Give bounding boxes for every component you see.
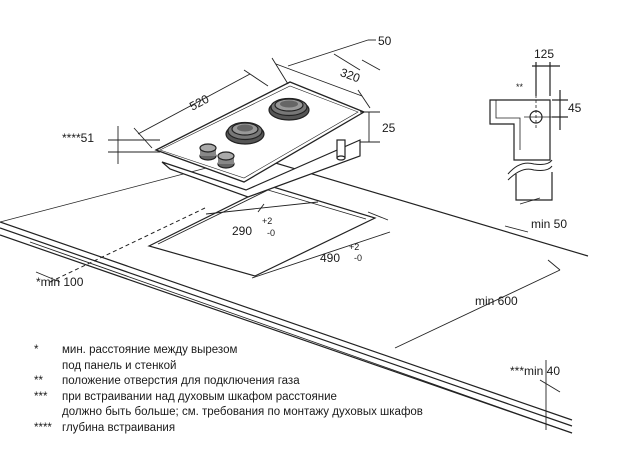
dim-520: 520 xyxy=(187,92,212,114)
dim-min600: min 600 xyxy=(475,294,518,308)
dim-490-tol-minus: -0 xyxy=(354,253,362,263)
gas-connector-pipe xyxy=(336,139,346,159)
legend-item: *** при встраивании над духовым шкафом р… xyxy=(34,390,423,406)
dim-320: 320 xyxy=(338,65,362,85)
legend-text: положение отверстия для подключения газа xyxy=(62,375,300,388)
legend-text: глубина встраивания xyxy=(62,421,176,434)
dim-290: 290 xyxy=(232,224,252,238)
legend-mark: *** xyxy=(34,390,48,403)
control-knob-2 xyxy=(217,151,235,169)
legend-item-cont: должно быть больше; см. требования по мо… xyxy=(34,405,423,421)
dim-min40: ***min 40 xyxy=(510,364,560,378)
gas-hob xyxy=(154,81,366,198)
legend-mark: * xyxy=(34,344,39,356)
cutout-outline xyxy=(147,185,377,277)
guide-dashed xyxy=(49,207,206,283)
dim-490: 490 xyxy=(320,251,340,265)
dimension-lines xyxy=(108,39,561,430)
control-knob-1 xyxy=(199,143,217,161)
dim-490-tol-plus: +2 xyxy=(349,242,359,252)
gas-marker-label: ** xyxy=(516,82,524,92)
legend-item: * мин. расстояние между вырезом xyxy=(34,343,423,359)
dimension-labels: 50 520 320 25 ****51 290 +2 -0 490 +2 -0… xyxy=(36,34,582,378)
dim-290-tol-minus: -0 xyxy=(267,228,275,238)
legend: * мин. расстояние между вырезом под пане… xyxy=(34,343,423,437)
dim-50-top: 50 xyxy=(378,34,392,48)
dim-25: 25 xyxy=(382,121,396,135)
dim-min50: min 50 xyxy=(531,217,567,231)
legend-mark: **** xyxy=(34,421,52,434)
burner-large xyxy=(268,97,310,121)
dim-51: ****51 xyxy=(62,131,94,145)
legend-text: при встраивании над духовым шкафом расст… xyxy=(62,390,337,403)
dim-290-tol-plus: +2 xyxy=(262,216,272,226)
hob-body xyxy=(161,139,361,198)
legend-item: ** положение отверстия для подключения г… xyxy=(34,374,423,390)
legend-text: должно быть больше; см. требования по мо… xyxy=(62,406,423,419)
legend-item-cont: под панель и стенкой xyxy=(34,359,423,375)
dim-45: 45 xyxy=(568,101,582,115)
legend-item: **** глубина встраивания xyxy=(34,421,423,437)
legend-text: под панель и стенкой xyxy=(62,359,177,372)
side-section-detail xyxy=(489,62,568,205)
dim-125: 125 xyxy=(534,47,554,61)
burner-small xyxy=(225,121,265,145)
dim-min100: *min 100 xyxy=(36,275,84,289)
legend-text: мин. расстояние между вырезом xyxy=(62,344,238,356)
legend-mark: ** xyxy=(34,375,43,388)
